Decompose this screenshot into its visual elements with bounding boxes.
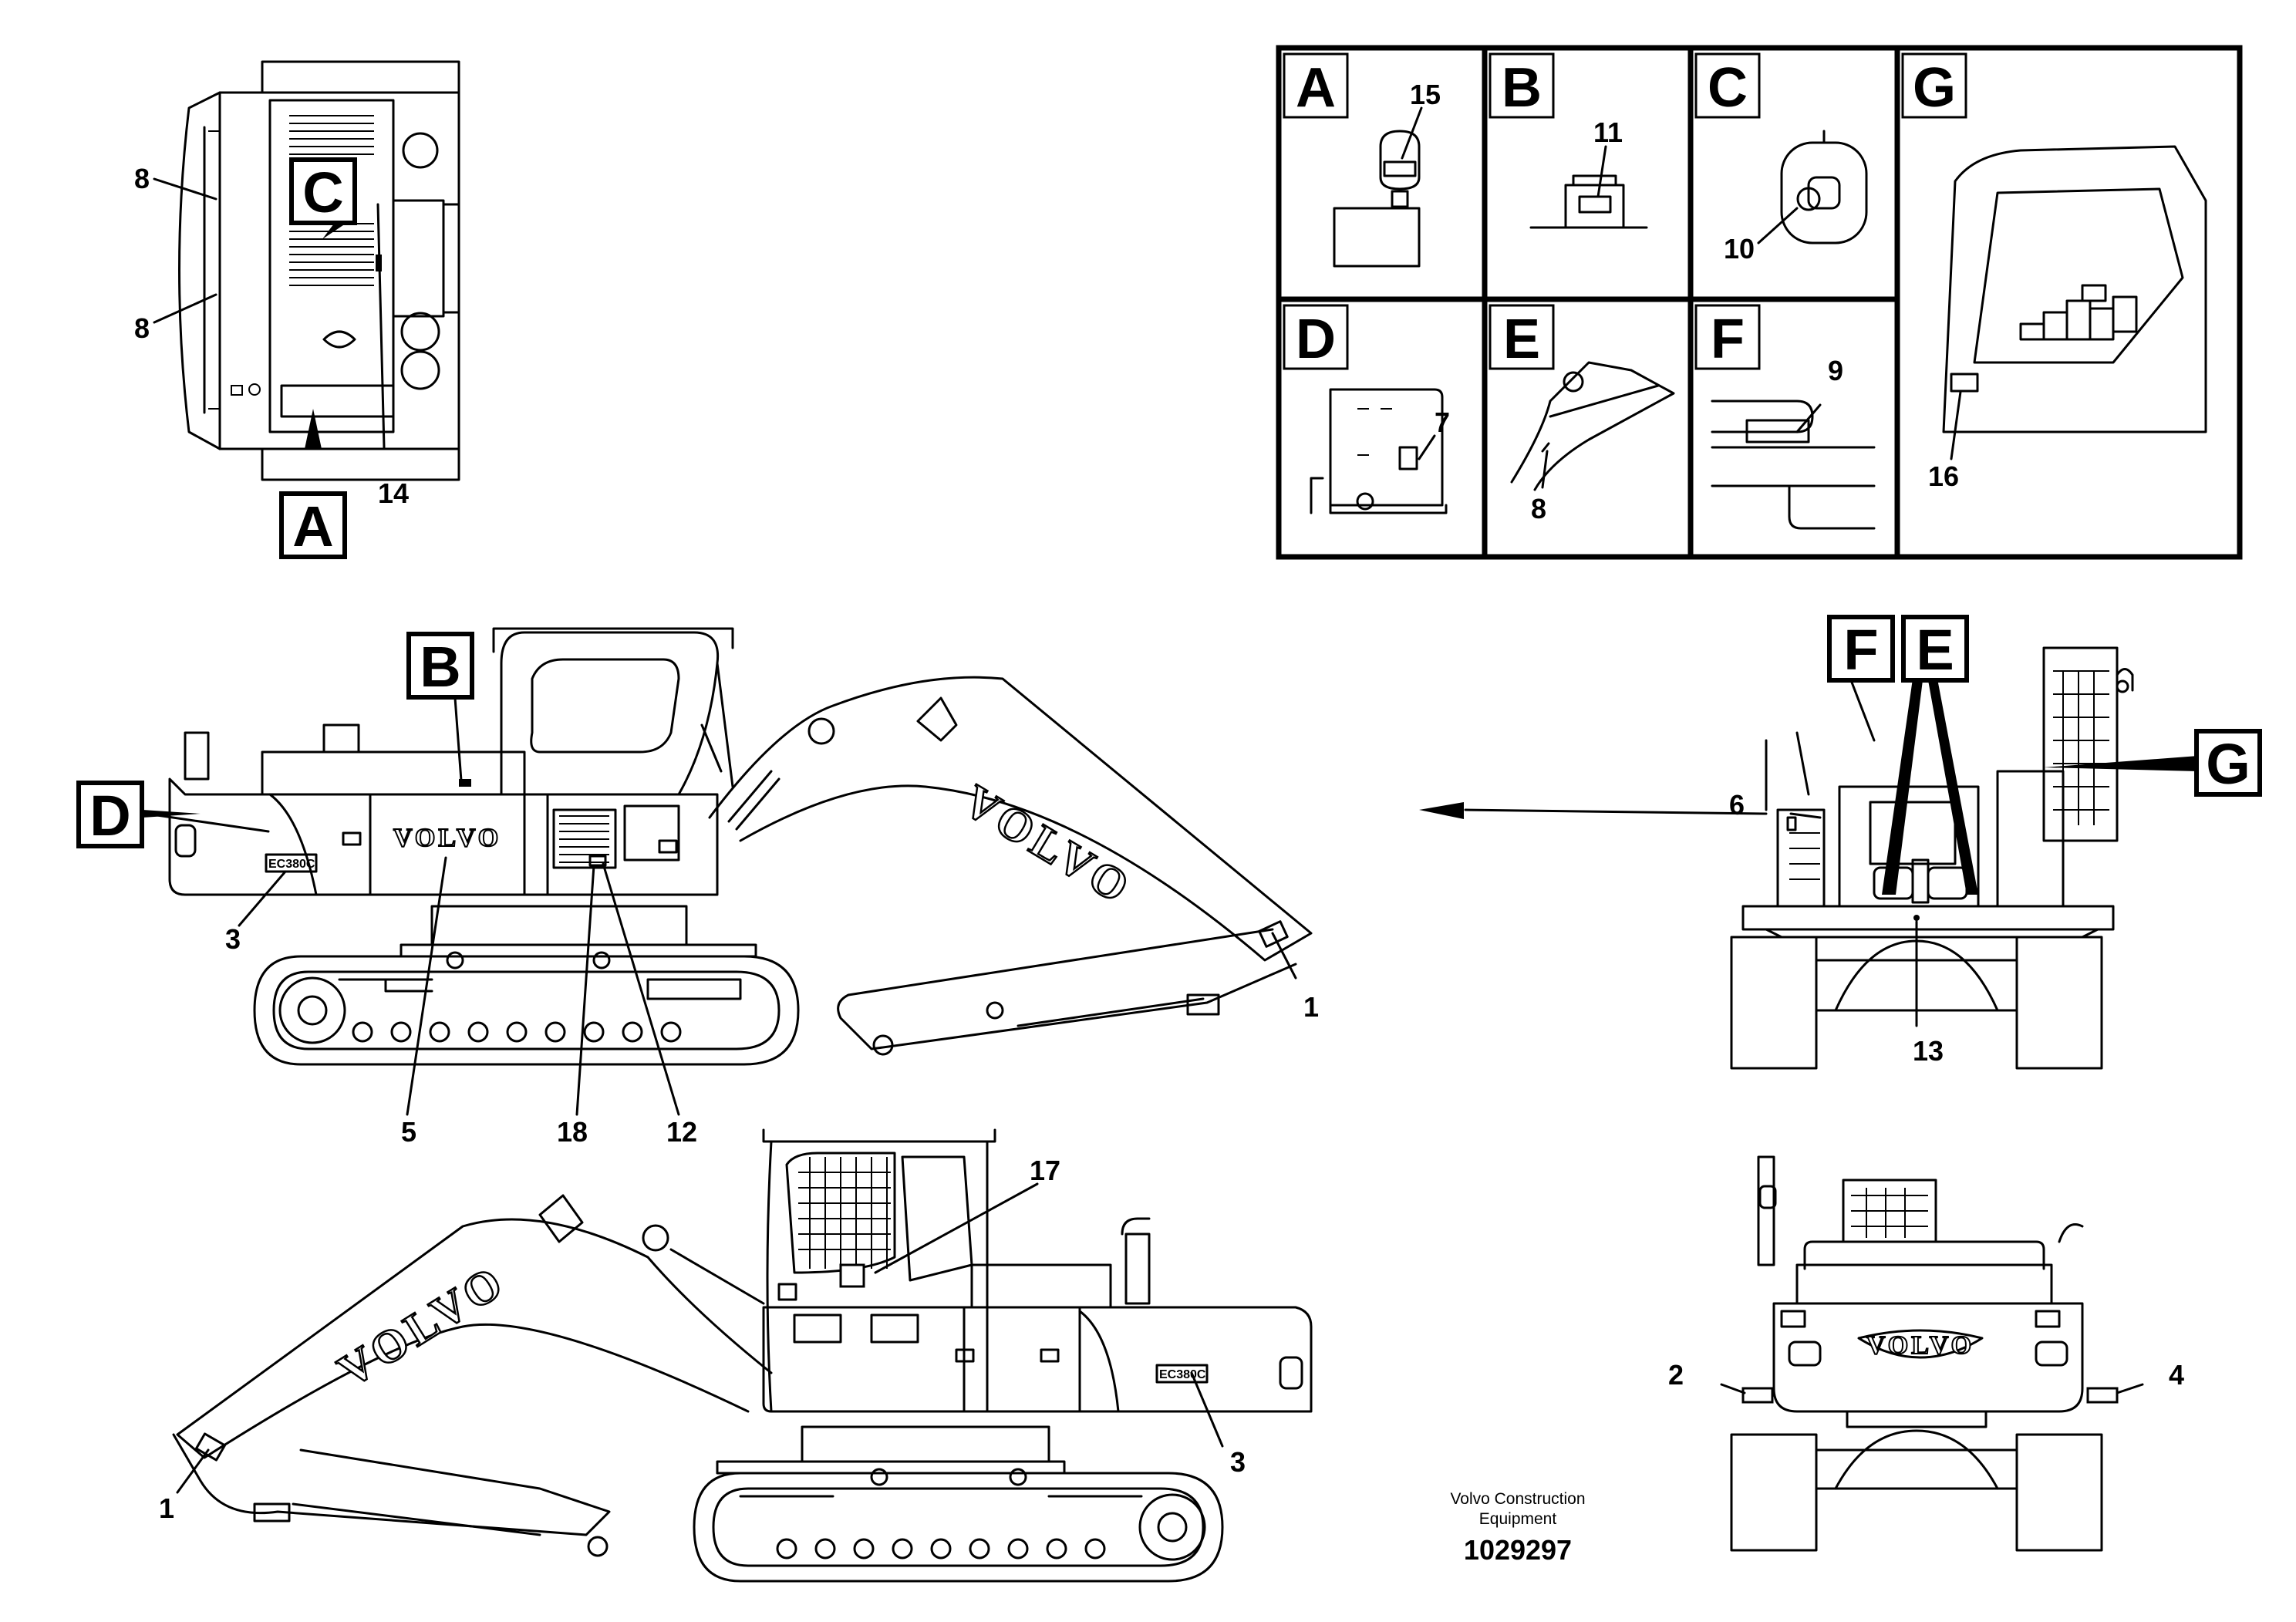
detail-letter: D: [1296, 309, 1336, 370]
detail-panel-g: G: [1901, 52, 2207, 433]
ref-number: 13: [1913, 1035, 1944, 1067]
ref-number: 17: [1030, 1155, 1060, 1186]
callout-letter: B: [420, 635, 460, 699]
excavator-rear-view: [1730, 646, 2134, 1070]
ref-number: 6: [1729, 789, 1745, 821]
ref-number: 10: [1724, 233, 1755, 265]
model-badge: EC380C: [268, 858, 315, 871]
ref-number: 18: [557, 1116, 588, 1148]
boom-brand-decal: VOLVO: [329, 1255, 514, 1397]
callout-letter: F: [1843, 618, 1878, 682]
detail-letter: C: [1708, 57, 1748, 119]
ref-number: 15: [1410, 79, 1441, 110]
ref-number: 9: [1828, 355, 1843, 386]
top-view: [178, 60, 460, 481]
callout-box-f: F: [1827, 615, 1895, 683]
ref-number: 12: [666, 1116, 697, 1148]
ref-number: 14: [378, 477, 409, 509]
detail-letter: E: [1503, 309, 1540, 370]
leader-lines: [143, 106, 2198, 1494]
ref-number: 3: [225, 923, 241, 955]
callout-letter: G: [2206, 732, 2250, 796]
detail-panel-e: E: [1489, 304, 1675, 491]
ref-number: 2: [1668, 1359, 1684, 1391]
brand-decal: VOLVO: [393, 824, 501, 852]
callout-letter: E: [1916, 618, 1954, 682]
detail-panel-b: B: [1489, 52, 1648, 229]
detail-letter: A: [1296, 57, 1336, 119]
excavator-side-view-left: EC380C VOLVO VOLVO: [168, 627, 1313, 1066]
callout-letter: A: [292, 494, 333, 558]
detail-letter: G: [1913, 57, 1956, 119]
detail-letter: F: [1711, 309, 1745, 370]
detail-panel-f: F: [1694, 304, 1876, 530]
detail-letter: B: [1502, 57, 1542, 119]
ref-number: 8: [1531, 493, 1546, 524]
detail-panel-a: A: [1283, 52, 1421, 268]
callout-letter: D: [89, 784, 130, 848]
reference-numbers: 8 8 14 15 11 10 7 8 9 16 3 5 18 12 1 6 1…: [134, 79, 2184, 1524]
excavator-front-view: VOLVO: [1730, 1155, 2119, 1552]
drawing-footer: Volvo Construction Equipment 1029297: [1450, 1490, 1585, 1566]
part-number: 1029297: [1464, 1534, 1572, 1566]
callout-box-c: C: [289, 157, 357, 225]
ref-number: 8: [134, 163, 150, 194]
detail-grid: A B C G: [1276, 45, 2243, 560]
callout-box-a: A: [279, 491, 347, 559]
boom-brand-decal: VOLVO: [955, 775, 1141, 915]
excavator-side-view-right: EC380C VOLVO: [172, 1128, 1313, 1583]
model-badge: EC380C: [1159, 1368, 1206, 1381]
callout-box-b: B: [406, 632, 474, 700]
ref-number: 1: [1303, 991, 1319, 1023]
brand-decal: VOLVO: [1866, 1331, 1974, 1360]
ref-number: 4: [2169, 1359, 2184, 1391]
callout-letter: C: [302, 160, 343, 224]
detail-panel-c: C: [1694, 52, 1868, 244]
ref-number: 11: [1593, 116, 1623, 148]
detail-panel-d: D: [1283, 304, 1448, 514]
ref-number: 16: [1928, 460, 1959, 492]
callout-box-d: D: [76, 781, 144, 848]
ref-number: 1: [159, 1492, 174, 1524]
footer-line-1: Volvo Construction: [1450, 1490, 1585, 1508]
callout-box-e: E: [1901, 615, 1969, 683]
ref-number: 3: [1230, 1446, 1246, 1478]
callout-box-g: G: [2194, 729, 2262, 797]
ref-number: 5: [401, 1116, 416, 1148]
footer-line-2: Equipment: [1479, 1510, 1557, 1528]
ref-number: 8: [134, 312, 150, 344]
ref-number: 7: [1435, 406, 1450, 438]
